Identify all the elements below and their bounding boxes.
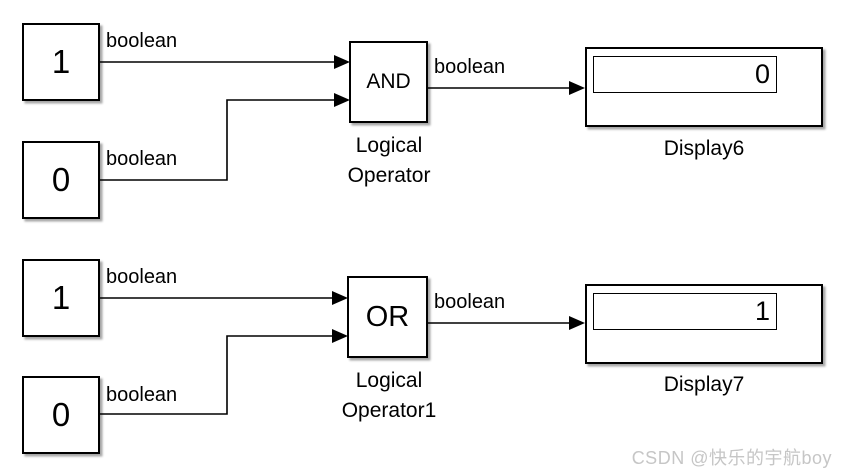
arrowhead-icon — [332, 291, 348, 305]
constant-block-0-top[interactable]: 0 — [22, 141, 100, 219]
signal-type-label: boolean — [106, 30, 178, 52]
signal-type-label: boolean — [106, 148, 178, 170]
constant-block-1-bottom[interactable]: 1 — [22, 259, 100, 337]
display-value-field: 1 — [593, 293, 777, 330]
display7-block[interactable]: 1 — [585, 284, 823, 364]
wire-const0-to-and[interactable] — [100, 99, 336, 181]
gate-operator-text: OR — [365, 300, 410, 333]
constant-value: 0 — [51, 396, 71, 433]
display6-block[interactable]: 0 — [585, 47, 823, 127]
gate-caption-line1: Logical — [355, 369, 423, 392]
display-value-field: 0 — [593, 56, 777, 93]
arrowhead-icon — [569, 316, 585, 330]
logical-operator-and-block[interactable]: AND — [349, 41, 428, 123]
display-value: 1 — [754, 296, 770, 326]
signal-type-label: boolean — [434, 291, 506, 313]
wire-const0-to-or[interactable] — [100, 335, 334, 415]
signal-type-label: boolean — [106, 384, 178, 406]
gate-caption-line2: Operator — [347, 164, 431, 187]
constant-value: 1 — [51, 279, 71, 316]
constant-value: 1 — [51, 43, 71, 80]
gate-caption-line1: Logical — [355, 134, 423, 157]
display-caption: Display7 — [663, 373, 745, 396]
display-caption: Display6 — [663, 137, 745, 160]
constant-value: 0 — [51, 161, 71, 198]
gate-caption: Logical Operator1 — [308, 366, 470, 426]
arrowhead-icon — [332, 329, 348, 343]
arrowhead-icon — [569, 81, 585, 95]
gate-operator-text: AND — [366, 70, 411, 93]
gate-caption: Logical Operator — [308, 131, 470, 191]
constant-block-1-top[interactable]: 1 — [22, 23, 100, 101]
signal-type-label: boolean — [106, 266, 178, 288]
display-value: 0 — [754, 59, 770, 89]
signal-type-label: boolean — [434, 56, 506, 78]
csdn-watermark: CSDN @快乐的宇航boy — [631, 448, 832, 468]
constant-block-0-bottom[interactable]: 0 — [22, 376, 100, 454]
gate-caption-line2: Operator1 — [341, 399, 437, 422]
logical-operator-or-block[interactable]: OR — [347, 276, 428, 358]
arrowhead-icon — [334, 93, 350, 107]
arrowhead-icon — [334, 55, 350, 69]
